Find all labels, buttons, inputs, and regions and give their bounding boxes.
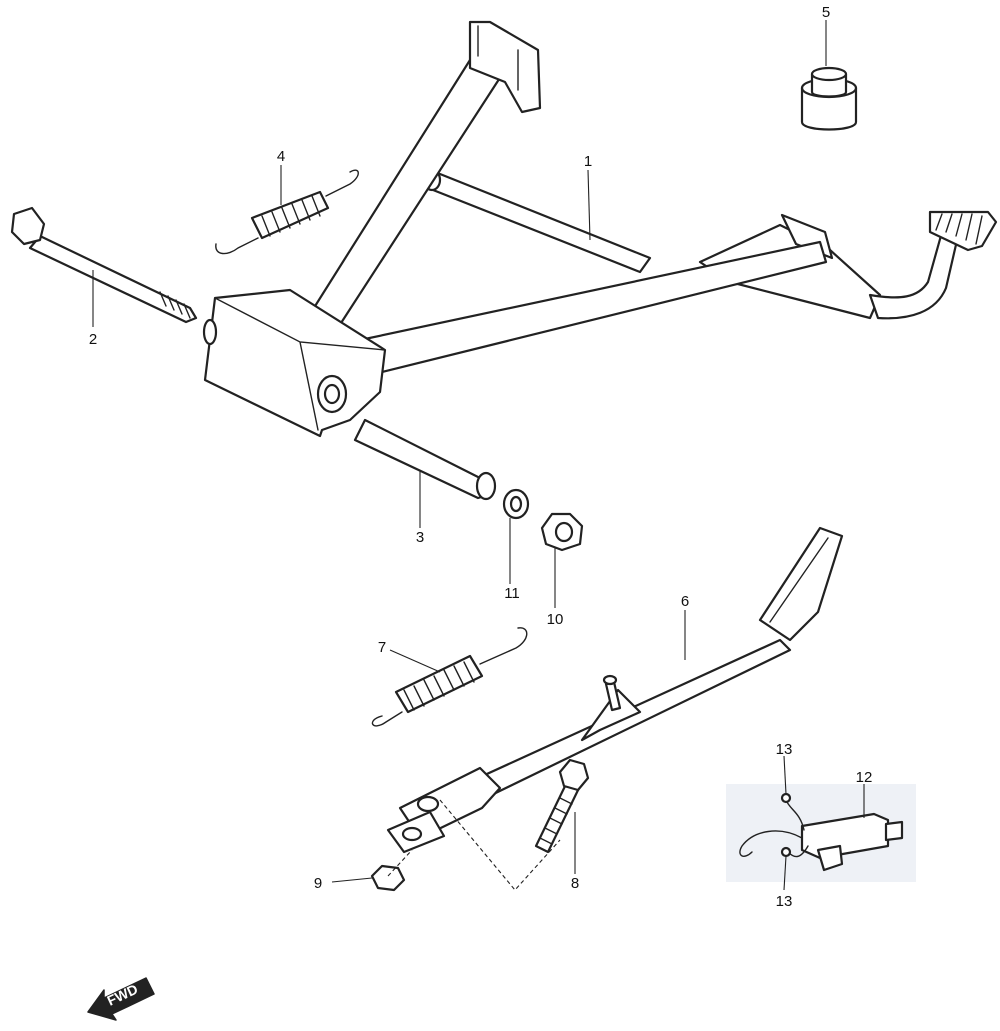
callout-6: 6 (681, 593, 689, 610)
callout-10: 10 (547, 611, 564, 628)
flange-nut (540, 512, 584, 552)
rubber-stopper (800, 66, 858, 131)
callout-9: 9 (314, 875, 322, 892)
hex-nut-9 (370, 864, 406, 892)
return-spring-7 (371, 627, 528, 727)
callout-5: 5 (822, 4, 830, 21)
switch-inset (726, 784, 916, 882)
callout-12: 12 (856, 769, 873, 786)
washer (502, 488, 530, 520)
callout-2: 2 (89, 331, 97, 348)
return-spring-4 (215, 169, 359, 255)
callout-11: 11 (504, 585, 520, 602)
side-stand-bolt (534, 758, 590, 854)
callouts: 1 2 3 4 5 6 7 8 9 10 11 12 13 13 (89, 4, 873, 910)
fwd-arrow-icon (87, 977, 155, 1021)
callout-3: 3 (416, 529, 424, 546)
callout-4: 4 (277, 148, 285, 165)
callout-1: 1 (584, 153, 592, 170)
main-stand (202, 20, 998, 438)
callout-13-bottom: 13 (776, 893, 793, 910)
callout-8: 8 (571, 875, 579, 892)
leader-lines (92, 20, 865, 891)
collar-sleeve (353, 418, 497, 501)
side-stand (386, 526, 844, 854)
callout-13-top: 13 (776, 741, 793, 758)
callout-7: 7 (378, 639, 386, 656)
fwd-arrow: FWD (87, 977, 155, 1021)
pivot-bolt (10, 206, 198, 324)
